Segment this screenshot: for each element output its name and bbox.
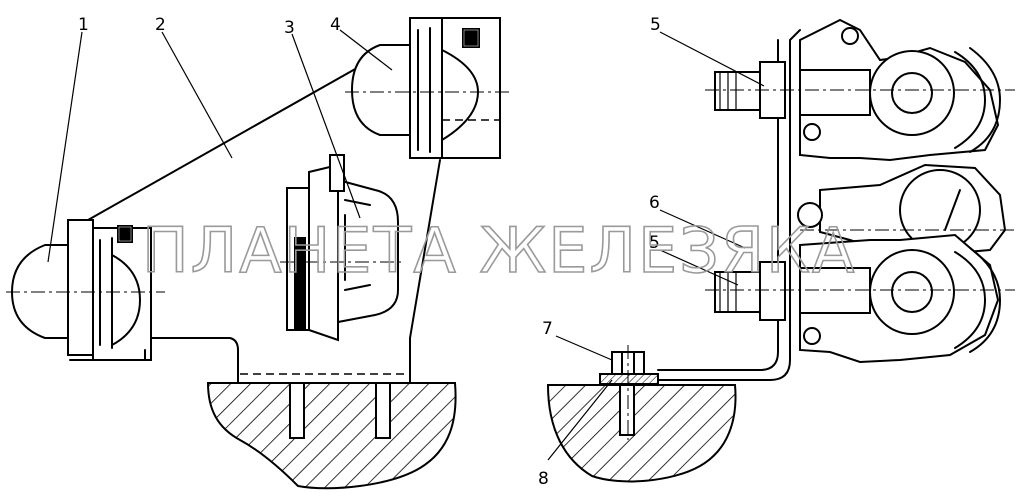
callout-2: 2: [155, 15, 166, 35]
valve-4: [345, 17, 510, 159]
right-valve-top: [705, 18, 1015, 162]
right-valve-bottom: [705, 233, 1015, 364]
right-view: [546, 18, 1015, 483]
callout-numbers: 1 2 3 4 5 6 5 7 8: [78, 15, 661, 489]
callout-8: 8: [538, 469, 549, 489]
valve-1: [6, 219, 165, 361]
left-plate-diagonal: [87, 54, 381, 221]
left-base-hole-2: [375, 382, 391, 439]
valve-3: [280, 154, 405, 342]
left-base-section: [206, 382, 457, 490]
callout-4: 4: [330, 15, 341, 35]
callout-6: 6: [649, 193, 660, 213]
callout-5-bottom: 5: [649, 233, 660, 253]
leader-lines: [47, 29, 765, 461]
watermark-text: ПЛАНЕТА ЖЕЛЕЗЯКА: [142, 214, 856, 287]
right-base-hole: [619, 384, 635, 436]
left-base-hole-1: [289, 382, 305, 439]
left-view: [6, 17, 510, 490]
callout-7: 7: [542, 319, 553, 339]
callout-1: 1: [78, 15, 89, 35]
callout-5-top: 5: [650, 15, 661, 35]
left-bracket-plate: [149, 159, 441, 384]
callout-3: 3: [284, 18, 295, 38]
right-bracket: [657, 29, 801, 381]
right-valve-middle: [797, 163, 1015, 257]
right-base-section: [546, 384, 737, 483]
washer: [599, 373, 659, 385]
